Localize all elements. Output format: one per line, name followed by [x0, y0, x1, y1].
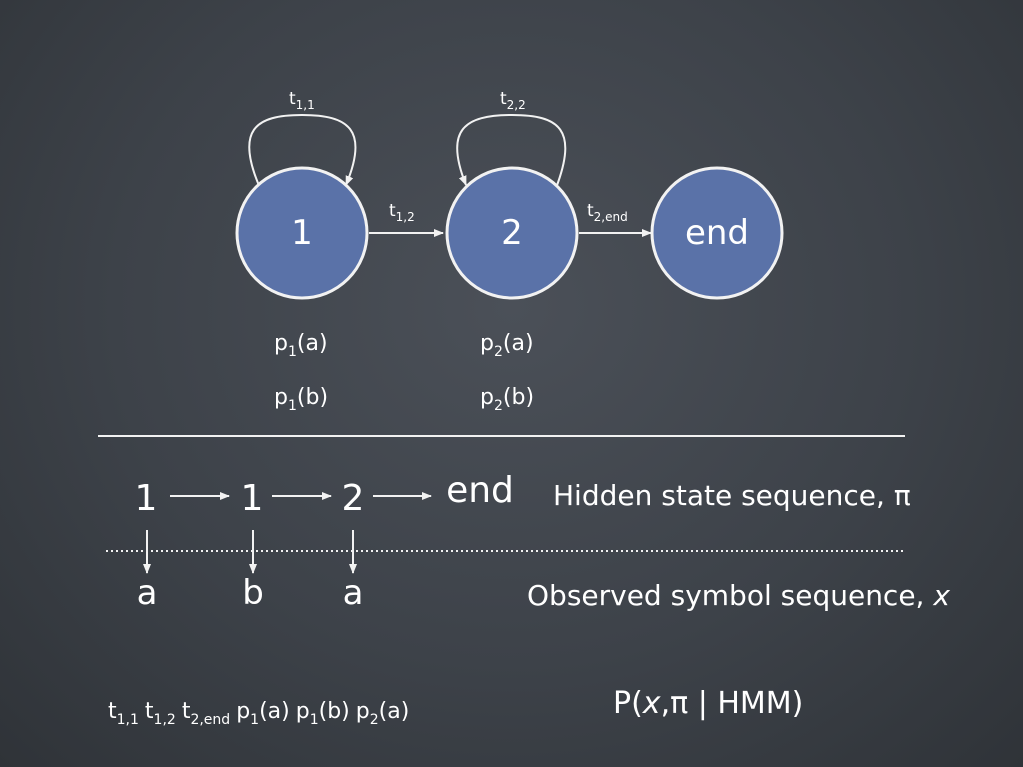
transition-label-t12: t1,2: [389, 201, 415, 224]
hidden-state-2: 1: [241, 478, 264, 519]
emission-p2b: p2(b): [480, 385, 534, 414]
node-state-2: 2: [445, 166, 579, 300]
observed-symbol-1: a: [137, 573, 158, 613]
node-label-end: end: [685, 213, 749, 253]
self-loop-arrow-1: [248, 113, 357, 189]
transition-label-t22: t2,2: [500, 89, 526, 112]
hidden-state-end: end: [446, 470, 514, 511]
observed-caption: Observed symbol sequence, x: [527, 579, 950, 612]
emission-p1b: p1(b): [274, 385, 328, 414]
node-label-2: 2: [501, 213, 523, 253]
observed-symbol-2: b: [242, 573, 264, 613]
node-state-end: end: [650, 166, 784, 300]
observed-symbol-3: a: [343, 573, 364, 613]
emission-p1a: p1(a): [274, 331, 328, 360]
transition-label-t2end: t2,end: [587, 201, 628, 224]
transition-label-t11: t1,1: [289, 89, 315, 112]
self-loop-arrow-2: [456, 113, 567, 189]
node-label-1: 1: [291, 213, 313, 253]
hidden-state-3: 2: [342, 478, 365, 519]
probability-expression: P(x,π | HMM): [613, 686, 803, 721]
hidden-state-1: 1: [135, 478, 158, 519]
node-state-1: 1: [235, 166, 369, 300]
hidden-caption: Hidden state sequence, π: [553, 479, 911, 512]
emission-p2a: p2(a): [480, 331, 534, 360]
